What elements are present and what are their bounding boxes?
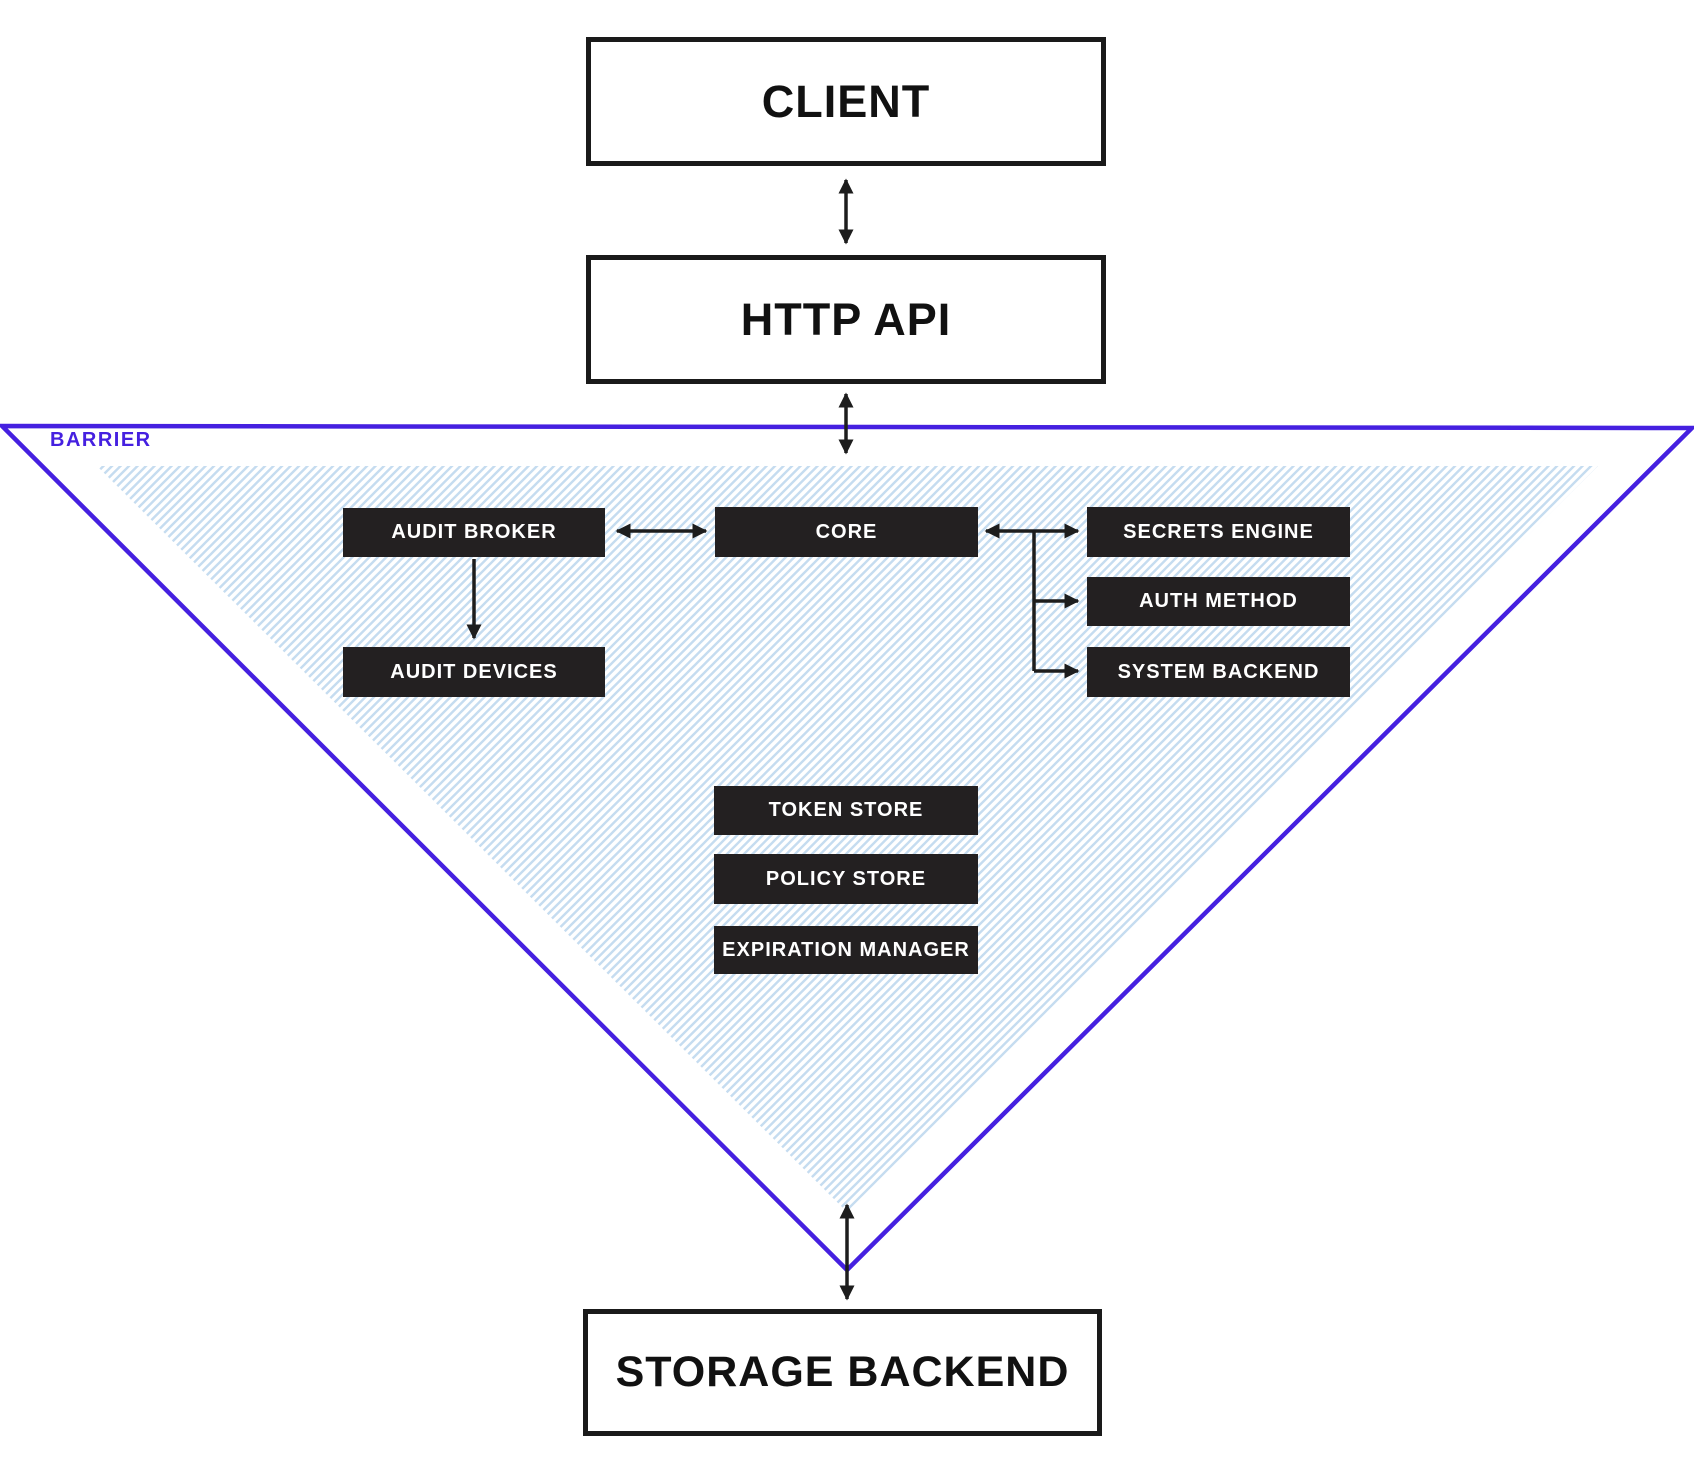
node-audit-devices-label: AUDIT DEVICES: [390, 660, 558, 683]
node-storage-backend-label: STORAGE BACKEND: [615, 1348, 1070, 1396]
node-secrets-engine-label: SECRETS ENGINE: [1123, 520, 1314, 543]
node-http-api-label: HTTP API: [740, 293, 952, 345]
node-token-store-label: TOKEN STORE: [768, 799, 924, 821]
node-system-backend: SYSTEM BACKEND: [1087, 647, 1350, 697]
node-http-api: HTTP API: [586, 255, 1106, 384]
node-auth-method-label: AUTH METHOD: [1139, 590, 1298, 612]
node-client-label: CLIENT: [761, 75, 931, 127]
node-auth-method: AUTH METHOD: [1087, 577, 1350, 626]
node-expiration-manager: EXPIRATION MANAGER: [714, 926, 978, 974]
node-audit-broker: AUDIT BROKER: [343, 508, 605, 557]
node-client: CLIENT: [586, 37, 1106, 166]
node-audit-broker-label: AUDIT BROKER: [391, 521, 557, 543]
node-system-backend-label: SYSTEM BACKEND: [1117, 660, 1320, 683]
node-storage-backend: STORAGE BACKEND: [583, 1309, 1102, 1436]
barrier-label: BARRIER: [50, 429, 152, 451]
node-token-store: TOKEN STORE: [714, 786, 978, 835]
node-core: CORE: [715, 507, 978, 557]
node-policy-store: POLICY STORE: [714, 854, 978, 904]
node-secrets-engine: SECRETS ENGINE: [1087, 507, 1350, 557]
node-audit-devices: AUDIT DEVICES: [343, 647, 605, 697]
barrier-hatch-fill: [97, 466, 1598, 1212]
node-expiration-manager-label: EXPIRATION MANAGER: [722, 938, 970, 961]
node-policy-store-label: POLICY STORE: [765, 867, 927, 890]
node-core-label: CORE: [815, 520, 878, 543]
